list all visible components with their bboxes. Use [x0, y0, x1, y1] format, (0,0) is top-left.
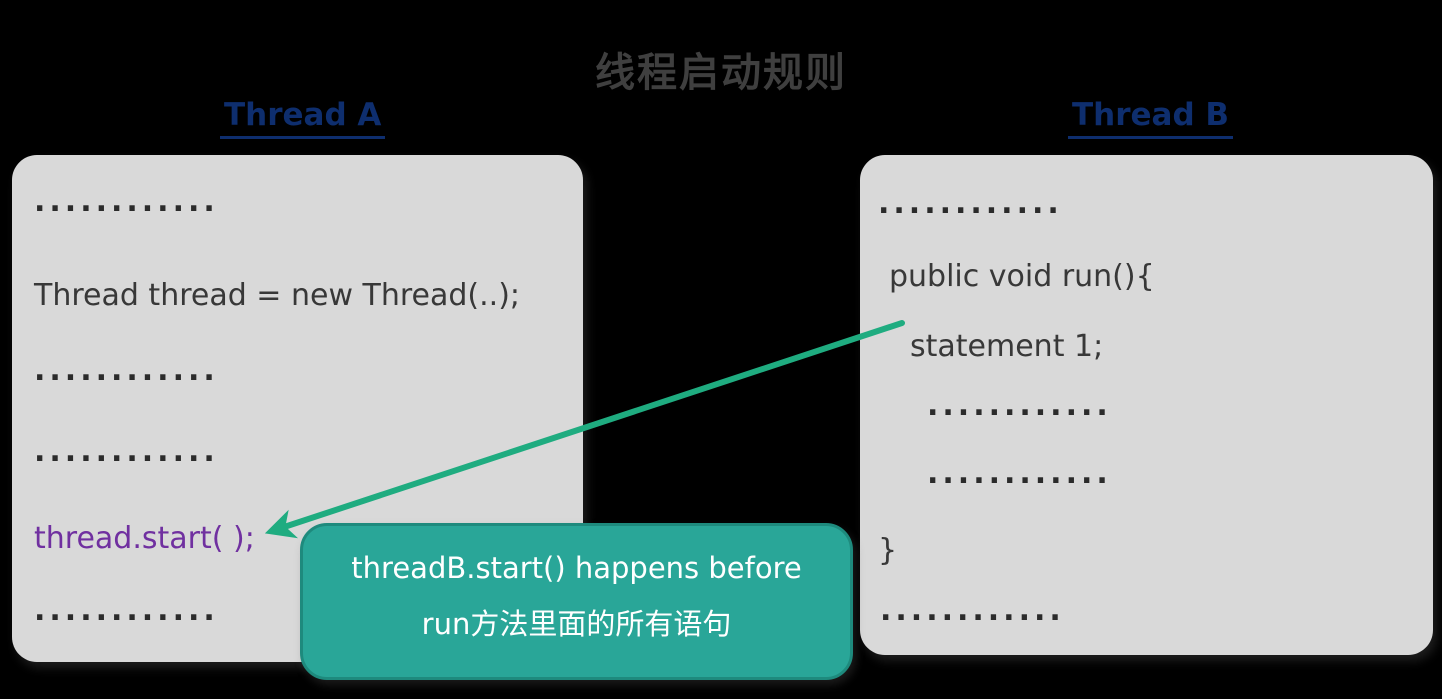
happens-before-callout: threadB.start() happens before run方法里面的所… [300, 523, 853, 680]
thread-a-dots-line: ............ [34, 184, 219, 219]
callout-text-line-1: threadB.start() happens before [351, 551, 802, 585]
thread-a-new-thread-line: Thread thread = new Thread(..); [34, 278, 521, 313]
thread-b-dots-line: ............ [927, 388, 1112, 423]
thread-b-code-panel [860, 155, 1433, 655]
thread-a-dots-line: ............ [34, 593, 219, 628]
thread-b-header: Thread B [1068, 97, 1234, 139]
thread-b-dots-line: ............ [880, 593, 1065, 628]
thread-a-start-call-line: thread.start( ); [34, 521, 255, 556]
page-title: 线程启动规则 [595, 50, 847, 96]
thread-b-dots-line: ............ [878, 186, 1063, 221]
thread-b-closing-brace-line: } [878, 533, 898, 568]
thread-a-header: Thread A [220, 97, 386, 139]
callout-text-line-2: run方法里面的所有语句 [421, 607, 732, 641]
thread-b-statement-line: statement 1; [910, 329, 1104, 364]
thread-a-dots-line: ............ [34, 353, 219, 388]
thread-a-dots-line: ............ [34, 434, 219, 469]
thread-b-dots-line: ............ [927, 456, 1112, 491]
thread-b-run-signature-line: public void run(){ [889, 259, 1155, 294]
